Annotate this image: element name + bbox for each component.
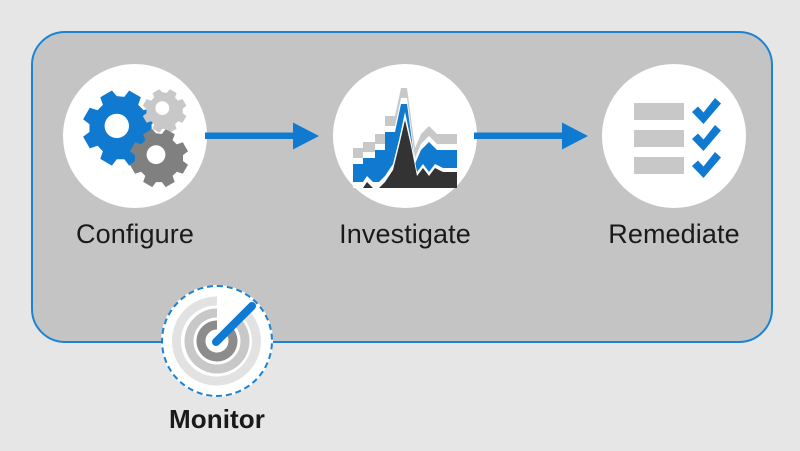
gears-icon xyxy=(83,89,188,188)
check-icon xyxy=(692,152,721,178)
check-icon xyxy=(692,98,721,124)
area-chart-icon xyxy=(353,88,457,188)
step-investigate[interactable]: Investigate xyxy=(317,64,493,251)
step-remediate[interactable]: Remediate xyxy=(586,64,762,251)
checklist-bar xyxy=(634,157,684,174)
check-icon xyxy=(692,125,721,151)
step-monitor[interactable]: Monitor xyxy=(152,285,282,435)
configure-icon-circle xyxy=(63,64,207,208)
remediate-icon-circle xyxy=(602,64,746,208)
monitor-icon-circle xyxy=(161,285,273,397)
step-investigate-label: Investigate xyxy=(339,219,471,249)
radar-gauge-icon xyxy=(171,296,261,386)
investigate-icon-circle xyxy=(333,64,477,208)
step-monitor-label: Monitor xyxy=(168,404,265,434)
arrow-right-icon xyxy=(205,122,319,150)
checklist-bar xyxy=(634,103,684,120)
step-remediate-label: Remediate xyxy=(608,219,740,249)
arrow-configure-to-investigate xyxy=(205,119,321,153)
needle-icon xyxy=(212,302,256,346)
step-configure-label: Configure xyxy=(76,219,194,249)
checklist-icon xyxy=(634,98,721,178)
arrow-investigate-to-remediate xyxy=(474,119,590,153)
arrow-right-icon xyxy=(474,122,588,150)
checklist-bar xyxy=(634,130,684,147)
step-configure[interactable]: Configure xyxy=(47,64,223,251)
